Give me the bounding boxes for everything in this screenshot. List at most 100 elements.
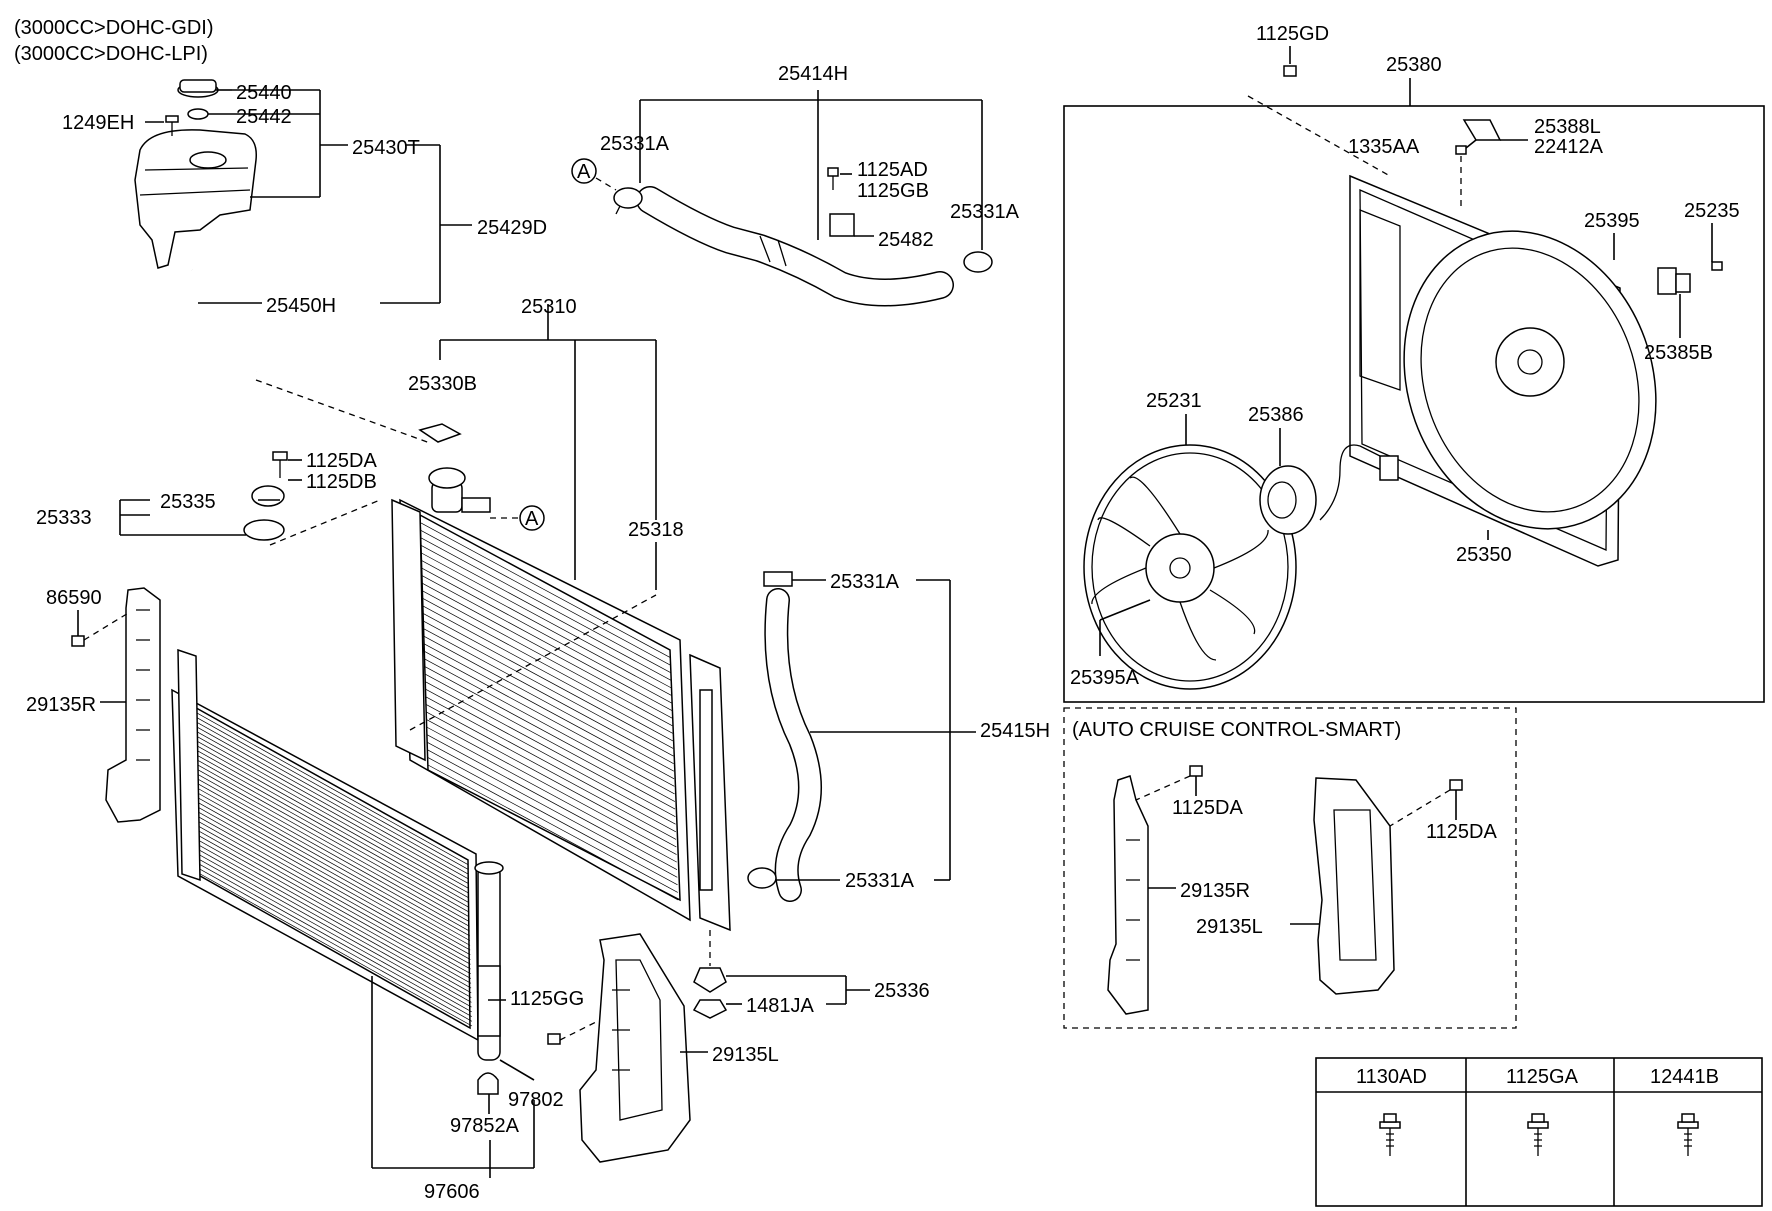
label-25380: 25380 — [1386, 54, 1442, 76]
fin-line — [420, 544, 672, 681]
fin-line — [181, 704, 469, 866]
fin-line — [184, 818, 472, 979]
label-25395: 25395 — [1584, 210, 1640, 232]
drain-plug-25336[interactable] — [692, 967, 728, 1019]
fin-line — [422, 590, 673, 727]
label-97852A: 97852A — [450, 1115, 520, 1137]
fin-line — [423, 628, 674, 764]
fin-line — [184, 808, 471, 970]
label-1125GD: 1125GD — [1256, 23, 1329, 45]
label-1249EH: 1249EH — [62, 112, 134, 134]
air-guard-29135L[interactable] — [579, 933, 691, 1163]
fin-line — [184, 804, 471, 965]
fastener-icon-12441B — [1677, 1113, 1699, 1156]
drain-plug-25335[interactable] — [243, 451, 288, 541]
radiator-core[interactable] — [391, 467, 731, 932]
smart-air-guard-29135R[interactable] — [1107, 765, 1203, 1015]
fin-line — [420, 522, 671, 658]
smart-label-1125DA-right: 1125DA — [1426, 821, 1497, 843]
label-25395A: 25395A — [1070, 667, 1140, 689]
smart-label-29135R: 29135R — [1180, 880, 1250, 902]
upper-radiator-hose[interactable] — [636, 186, 954, 307]
fin-line — [425, 681, 676, 817]
smart-air-guard-29135L[interactable] — [1313, 777, 1463, 995]
label-97606: 97606 — [424, 1181, 480, 1203]
fin-line — [185, 846, 472, 1008]
fin-line — [426, 711, 677, 848]
fin-line — [422, 613, 674, 749]
hose-bracket-25482[interactable] — [827, 167, 855, 237]
label-25385B: 25385B — [1644, 342, 1713, 364]
fin-line — [184, 789, 471, 951]
lower-hose-leader-lines — [709, 579, 976, 1005]
cooling-fan-25231[interactable] — [1083, 444, 1297, 690]
fin-line — [423, 620, 674, 757]
reservoir-tank-assembly[interactable] — [134, 79, 258, 373]
fin-line — [182, 723, 469, 885]
fin-line — [184, 813, 471, 975]
air-guard-29135R[interactable] — [71, 587, 161, 823]
fin-line — [183, 770, 470, 932]
label-25336: 25336 — [874, 980, 930, 1002]
fin-line — [421, 552, 672, 689]
fan-shroud-group-box — [1063, 105, 1765, 703]
fin-line — [183, 761, 470, 922]
svg-text:A: A — [577, 161, 591, 183]
label-25430T: 25430T — [352, 137, 420, 159]
label-25235: 25235 — [1684, 200, 1740, 222]
fin-line — [421, 575, 673, 711]
fin-line — [182, 713, 469, 875]
smart-label-1125DA-left: 1125DA — [1172, 797, 1243, 819]
label-25429D: 25429D — [477, 217, 547, 239]
label-1125GB: 1125GB — [857, 180, 929, 202]
fin-line — [426, 726, 677, 863]
fin-line — [421, 560, 672, 696]
label-25350: 25350 — [1456, 544, 1512, 566]
bolt-1125GD[interactable] — [1283, 65, 1297, 77]
label-25318: 25318 — [628, 519, 684, 541]
shroud-bracket-25388L[interactable] — [1455, 119, 1502, 155]
label-29135R: 29135R — [26, 694, 96, 716]
condenser-assembly[interactable] — [171, 648, 561, 1095]
label-25331A-top-left: 25331A — [600, 133, 670, 155]
label-25386: 25386 — [1248, 404, 1304, 426]
fin-line — [182, 728, 469, 889]
fin-line — [425, 696, 676, 833]
fan-motor-25386[interactable] — [1259, 444, 1399, 535]
label-97802: 97802 — [508, 1089, 564, 1111]
variant-label-gdi: (3000CC>DOHC-GDI) — [14, 17, 213, 39]
radiator-cap-25330B[interactable] — [418, 423, 462, 443]
smart-label-29135L: 29135L — [1196, 916, 1263, 938]
callout-a-top: A — [571, 158, 617, 191]
fastener-icon-1130AD — [1379, 1113, 1401, 1156]
label-1125DB: 1125DB — [306, 471, 377, 493]
fan-shroud-25350[interactable] — [1349, 174, 1697, 567]
fin-line — [419, 514, 671, 651]
reservoir-leader-lines — [145, 89, 472, 444]
fin-line — [425, 704, 677, 840]
label-25415H: 25415H — [980, 720, 1050, 742]
fin-line — [423, 643, 675, 780]
label-22412A: 22412A — [1534, 136, 1604, 158]
label-86590: 86590 — [46, 587, 102, 609]
label-25388L: 25388L — [1534, 116, 1601, 138]
air-guard-leader-lines — [77, 610, 131, 703]
label-25333: 25333 — [36, 507, 92, 529]
fastener-icon-1125GA — [1527, 1113, 1549, 1156]
fin-line — [421, 567, 672, 704]
radiator-leader-lines — [119, 304, 657, 731]
label-1335AA: 1335AA — [1348, 136, 1420, 158]
fin-line — [185, 837, 472, 998]
label-29135L: 29135L — [712, 1044, 779, 1066]
label-25330B: 25330B — [408, 373, 477, 395]
lower-radiator-hose[interactable] — [747, 571, 822, 902]
reservoir-cap-seal[interactable] — [187, 108, 209, 120]
fin-line — [427, 764, 679, 901]
fin-line — [185, 860, 473, 1022]
hose-clamp-right[interactable] — [963, 251, 993, 273]
fin-line — [422, 605, 674, 742]
fin-line — [183, 766, 470, 927]
fan-resistor-25385B[interactable] — [1657, 261, 1723, 295]
hose-clamp-left[interactable] — [613, 187, 643, 215]
